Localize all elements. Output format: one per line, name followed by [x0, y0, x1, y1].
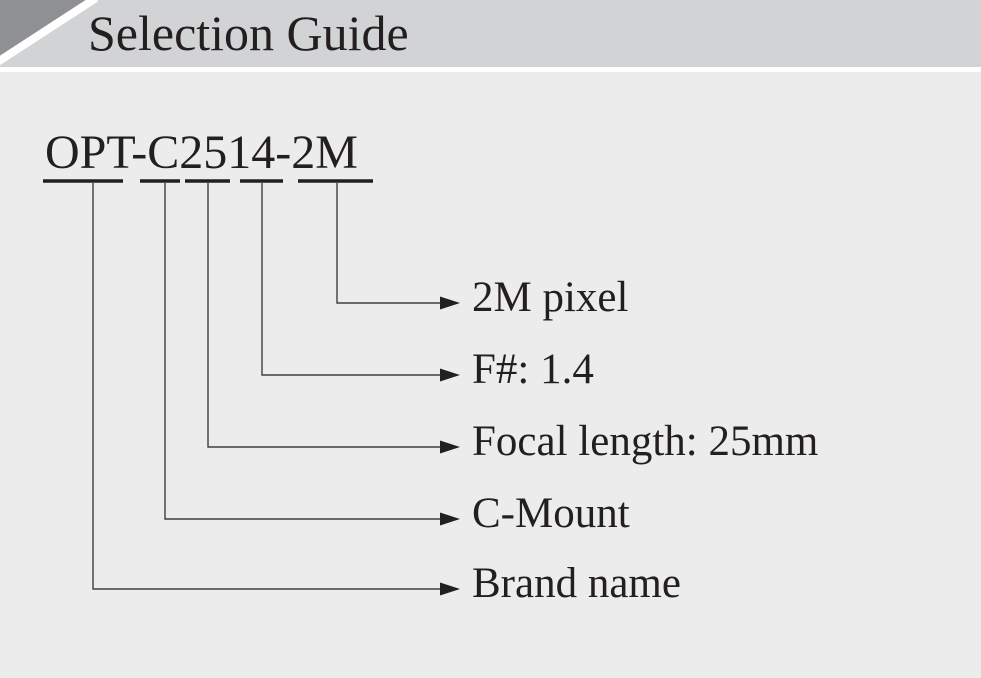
model-code-text: OPT-C2514-2M [45, 126, 358, 179]
label-mount-type: C-Mount [472, 490, 630, 537]
label-focal-length: Focal length: 25mm [472, 418, 819, 465]
label-brand-name: Brand name [472, 560, 681, 607]
page-title: Selection Guide [88, 5, 409, 61]
label-f-number: F#: 1.4 [472, 346, 594, 393]
header-band: Selection Guide [0, 0, 981, 67]
label-pixel-count: 2M pixel [472, 274, 629, 321]
corner-ribbon-decoration [0, 0, 99, 66]
